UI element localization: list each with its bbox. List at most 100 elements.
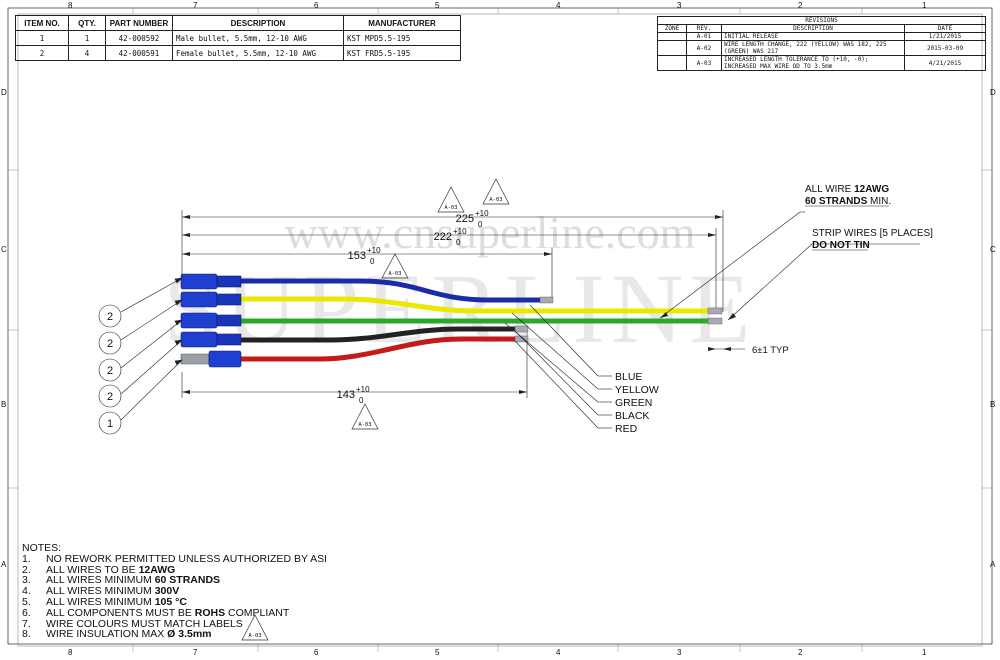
zone-row-label: B	[990, 400, 996, 409]
female-connector-1	[180, 273, 218, 290]
bom-header: DESCRIPTION	[172, 15, 344, 31]
balloon-number: 2	[107, 391, 113, 403]
zone-col-label: 8	[68, 1, 73, 10]
strip-end-red	[514, 335, 529, 343]
bom-cell: Female bullet, 5.5mm, 12-10 AWG	[172, 45, 344, 61]
bom-cell: 4	[68, 45, 106, 61]
bom-row: 1 1 42-000592 Male bullet, 5.5mm, 12-10 …	[15, 30, 461, 46]
strip-end-blue	[539, 296, 554, 304]
revisions-cell: 4/21/2015	[904, 55, 986, 71]
connectors	[180, 273, 242, 368]
dim-153-tol-plus: +10	[367, 246, 381, 255]
dim-225-tol-plus: +10	[475, 209, 489, 218]
bom-cell: KST MPD5.5-195	[343, 30, 461, 46]
callout-all-wire-line2: 60 STRANDS MIN.	[805, 196, 891, 207]
zone-col-label: 2	[798, 1, 803, 10]
zone-col-label: 5	[435, 1, 440, 10]
note-number: 7.	[22, 617, 31, 630]
note-bold: 12AWG	[138, 563, 176, 576]
bom-header: MANUFACTURER	[343, 15, 461, 31]
note-item: 2.ALL WIRES TO BE 12AWG	[22, 563, 327, 576]
dim-143-tol-minus: 0	[359, 396, 364, 405]
note-number: 4.	[22, 585, 31, 598]
zone-col-label: 4	[556, 648, 561, 657]
dimension-texts: 225 +10 0 222 +10 0 153 +10 0 143 +10 0 …	[337, 209, 789, 405]
dimension-arrows	[182, 215, 731, 394]
notes-title: NOTES:	[22, 542, 62, 554]
revisions-header-row: ZONE REV. DESCRIPTION DATE	[657, 24, 986, 33]
bom-cell: 1	[68, 30, 106, 46]
strip-end-yellow	[707, 307, 723, 315]
zone-col-label: 7	[193, 1, 198, 10]
note-bold: 105 °C	[154, 595, 187, 608]
balloon-number: 2	[107, 365, 113, 377]
dim-strip: 6±1 TYP	[752, 345, 789, 356]
zone-row-label: D	[990, 88, 996, 97]
revisions-cell: WIRE LENGTH CHANGE, 222 (YELLOW) WAS 182…	[721, 40, 905, 56]
sheet-border	[7, 7, 993, 645]
note-number: 1.	[22, 552, 31, 565]
wire-label-red: RED	[615, 423, 638, 435]
note-item: 1.NO REWORK PERMITTED UNLESS AUTHORIZED …	[22, 552, 327, 565]
dim-143-tol-plus: +10	[356, 385, 370, 394]
revisions-cell: A-02	[686, 40, 722, 56]
wire-black	[240, 326, 515, 343]
wire-labels: BLUE YELLOW GREEN BLACK RED	[615, 371, 659, 435]
wire-label-green: GREEN	[615, 397, 652, 409]
note-text: ALL WIRES TO BE	[46, 563, 139, 576]
zone-row-label: A	[1, 560, 7, 569]
bom-cell: 42-000591	[105, 45, 173, 61]
revisions-cell: A-01	[686, 32, 722, 41]
zone-row-label: C	[990, 245, 996, 254]
revisions-table: REVISIONS ZONE REV. DESCRIPTION DATE A-0…	[657, 16, 986, 71]
revisions-cell	[657, 55, 687, 71]
zone-col-label: 8	[68, 648, 73, 657]
revisions-cell: 2015-03-09	[904, 40, 986, 56]
rev-tag-a03: A-03	[358, 422, 371, 428]
note-bold: 300V	[154, 585, 180, 598]
note-bold: 60 STRANDS	[154, 574, 221, 587]
rev-triangles: A-03 A-03 A-03 A-03 A-03	[241, 178, 510, 641]
dim-143-value: 143	[337, 389, 355, 401]
note-number: 8.	[22, 628, 31, 641]
revisions-row: A-02 WIRE LENGTH CHANGE, 222 (YELLOW) WA…	[657, 40, 986, 56]
bom-cell: Male bullet, 5.5mm, 12-10 AWG	[172, 30, 344, 46]
revisions-header: ZONE	[657, 24, 687, 33]
wire-label-leaders	[504, 211, 920, 429]
wire-label-black: BLACK	[615, 410, 649, 422]
note-text: ALL WIRES MINIMUM	[46, 595, 155, 608]
revisions-header: DESCRIPTION	[721, 24, 905, 33]
wire-blue	[240, 278, 540, 303]
dim-222-tol-minus: 0	[456, 238, 461, 247]
rev-tag-a03: A-03	[489, 197, 502, 203]
note-text: ALL COMPONENTS MUST BE	[46, 606, 195, 619]
note-text: WIRE COLOURS MUST MATCH LABELS	[46, 617, 243, 630]
zone-col-label: 6	[314, 1, 319, 10]
bom-header: ITEM NO.	[15, 15, 69, 31]
dim-153-value: 153	[348, 250, 366, 262]
wire-label-blue: BLUE	[615, 371, 642, 383]
zone-row-label: C	[1, 245, 7, 254]
balloon-number: 1	[107, 418, 113, 430]
zone-row-label: D	[1, 88, 7, 97]
bom-row: 2 4 42-000591 Female bullet, 5.5mm, 12-1…	[15, 45, 461, 61]
strip-end-black	[514, 325, 529, 333]
wire-yellow	[240, 296, 708, 314]
callout-all-wire-line1: ALL WIRE 12AWG	[805, 184, 889, 195]
bom-cell: 1	[15, 30, 69, 46]
leader-arrows	[660, 312, 736, 320]
female-connector-2	[180, 291, 218, 308]
dim-153-tol-minus: 0	[370, 257, 375, 266]
zone-col-label: 3	[677, 648, 682, 657]
zone-row-label: B	[1, 400, 7, 409]
bom-header: QTY.	[68, 15, 106, 31]
revisions-cell	[657, 32, 687, 41]
bom-cell: 42-000592	[105, 30, 173, 46]
bom-cell: KST FRD5.5-195	[343, 45, 461, 61]
revisions-row: A-03 INCREASED LENGTH TOLERANCE TO (+10,…	[657, 55, 986, 71]
note-number: 5.	[22, 595, 31, 608]
dim-225-value: 225	[456, 213, 474, 225]
rev-tag-a03: A-03	[388, 271, 401, 277]
revisions-cell: 1/21/2015	[904, 32, 986, 41]
